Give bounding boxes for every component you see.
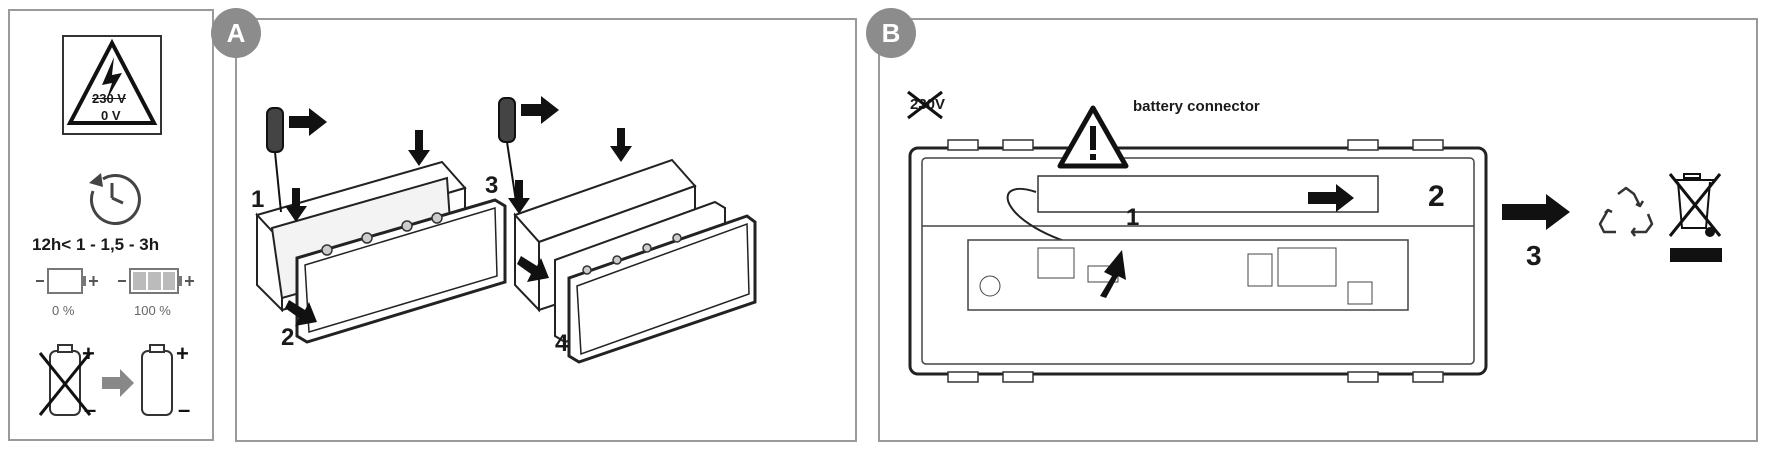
panel-a: A 1 2 3 4 <box>211 8 857 442</box>
step-label-2: 2 <box>281 324 295 351</box>
svg-text:+: + <box>82 341 95 366</box>
step-3-arrow <box>1502 194 1570 230</box>
battery-connector-label: battery connector <box>1133 98 1260 115</box>
svg-text:–: – <box>84 397 96 422</box>
warning-top-value: 230 V <box>92 91 126 106</box>
left-info-panel: 230 V 0 V 12h< 1 - 1,5 - 3h 0 % 100 % + … <box>8 9 214 441</box>
battery-replace-icon: + – + – <box>38 341 190 422</box>
battery-full-icon <box>118 268 194 294</box>
charge-time-label: 12h< 1 - 1,5 - 3h <box>32 235 160 254</box>
battery-empty-icon <box>36 268 98 294</box>
svg-text:–: – <box>178 397 190 422</box>
luminaire-open-view <box>908 139 1488 383</box>
high-voltage-warning-icon <box>62 35 162 135</box>
clock-timer-icon <box>89 173 141 225</box>
panel-a-illustration <box>255 96 757 364</box>
svg-text:+: + <box>176 341 189 366</box>
step-label-3: 3 <box>485 172 499 199</box>
step-label-1: 1 <box>251 186 265 213</box>
battery-empty-label: 0 % <box>52 303 75 318</box>
step-label-b1: 1 <box>1126 204 1140 231</box>
step-label-b3: 3 <box>1526 240 1542 271</box>
warning-triangle-icon <box>1057 105 1129 169</box>
warning-bottom-value: 0 V <box>101 108 121 123</box>
panel-a-badge: A <box>211 8 261 58</box>
step-label-b2: 2 <box>1428 180 1445 213</box>
voltage-cross-icon <box>907 90 943 120</box>
panel-b-badge: B <box>866 8 916 58</box>
crossed-bin-icon <box>1668 173 1722 262</box>
recycle-icon <box>1598 186 1654 237</box>
battery-full-label: 100 % <box>134 303 171 318</box>
step-label-4: 4 <box>555 330 569 357</box>
